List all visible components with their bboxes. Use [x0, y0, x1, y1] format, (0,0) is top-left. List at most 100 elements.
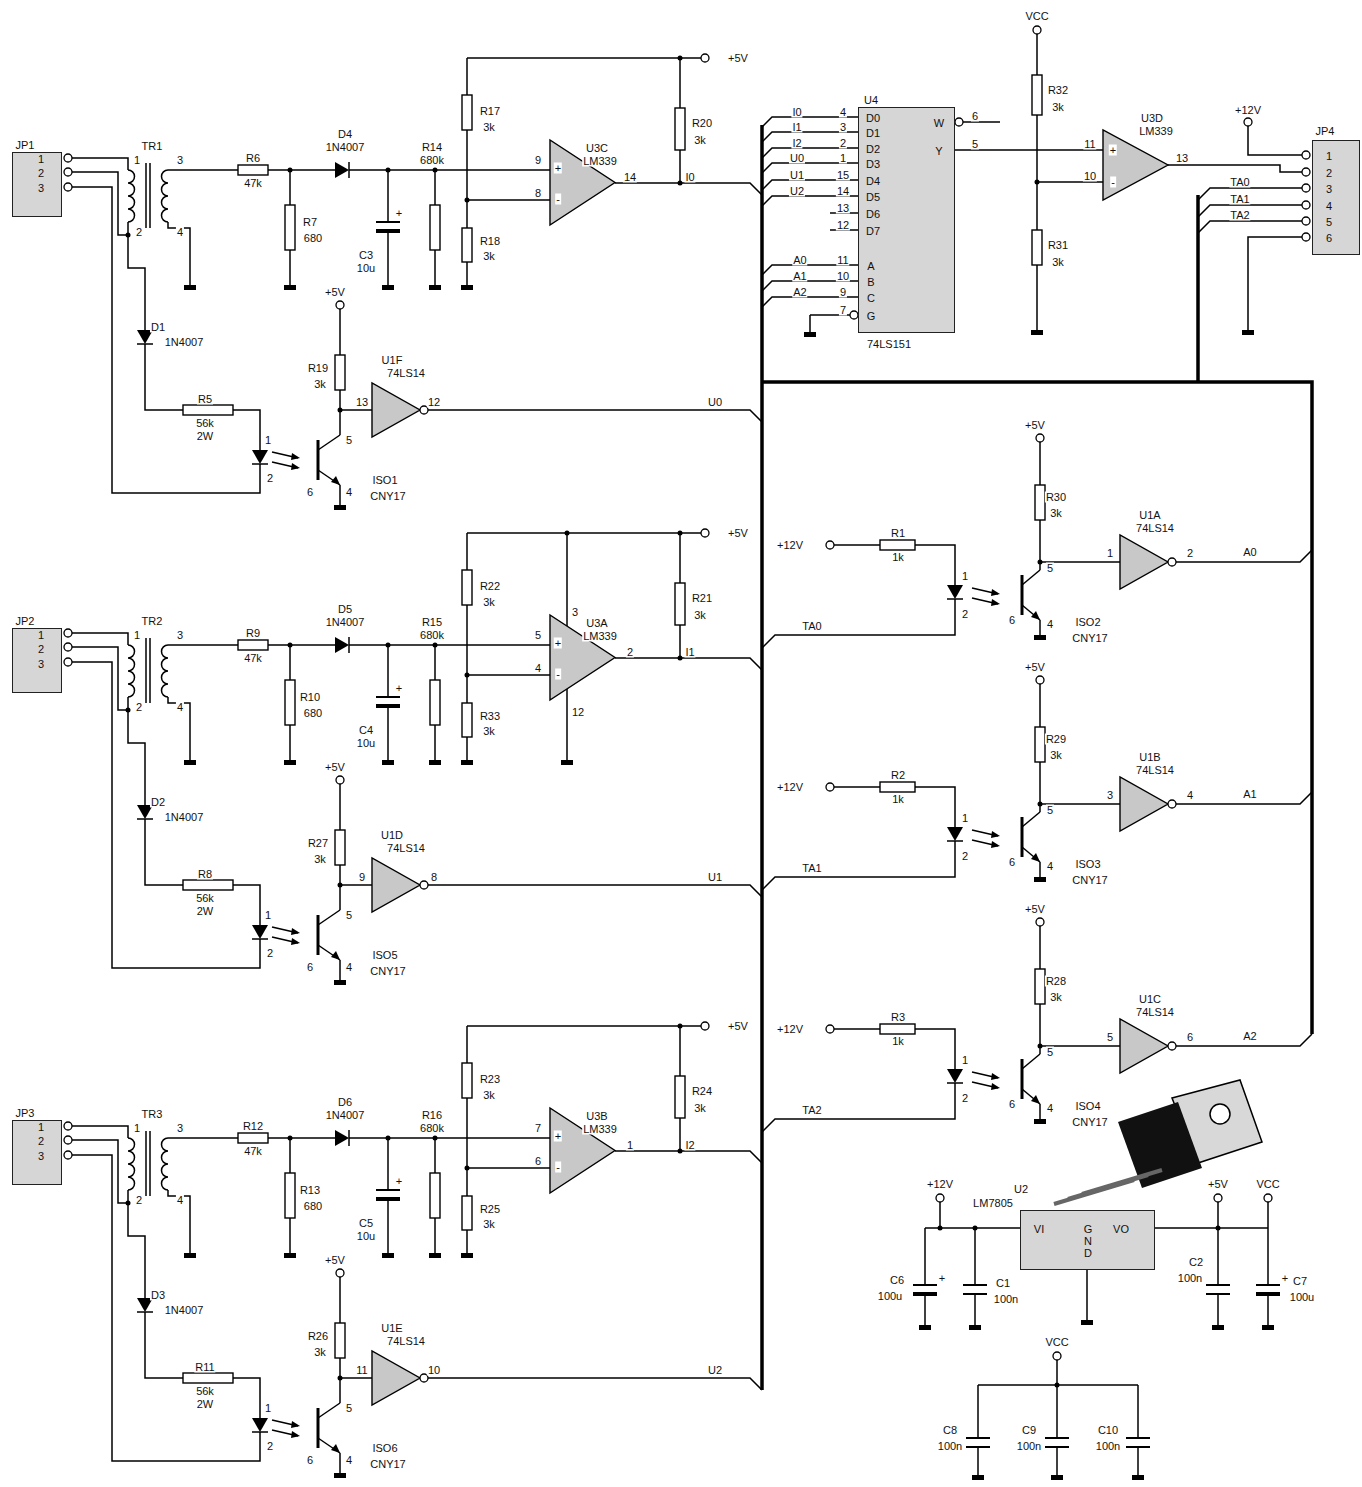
- inverter-symbol: [372, 1351, 420, 1405]
- label-text: 7: [534, 1123, 542, 1134]
- terminal-symbol: [64, 154, 72, 162]
- wire: [340, 1377, 372, 1379]
- wire: [289, 170, 291, 205]
- wire: [1022, 847, 1040, 862]
- node-text: C: [866, 293, 876, 304]
- label-text: U1C: [1138, 994, 1162, 1005]
- transistor-symbol: [1031, 853, 1040, 862]
- capacitor-symbol: [376, 1189, 400, 1191]
- node-text: 4: [1325, 201, 1333, 212]
- wire: [1056, 1385, 1058, 1438]
- wire: [145, 163, 147, 228]
- label-text: 3: [839, 122, 847, 133]
- label-text: 100n: [993, 1294, 1019, 1305]
- wire: [1137, 1385, 1139, 1438]
- terminal-symbol: [1036, 676, 1044, 684]
- label-text: 6: [971, 111, 979, 122]
- label-text: 74LS14: [1135, 765, 1175, 776]
- wire: [145, 1312, 183, 1378]
- transformer-coil: [128, 645, 135, 697]
- label-text: 3k: [482, 1219, 496, 1230]
- wire: [1056, 1360, 1058, 1385]
- wire: [387, 170, 389, 222]
- label-text: 2: [839, 138, 847, 149]
- wire: [387, 706, 389, 760]
- label-text: 3k: [313, 854, 327, 865]
- label-text: 680k: [419, 630, 445, 641]
- wire: [428, 885, 762, 897]
- wire: [434, 725, 436, 760]
- wire: [168, 222, 190, 285]
- label-text: U1: [789, 170, 805, 181]
- label-text: CNY17: [1071, 875, 1108, 886]
- label-text: R9: [245, 628, 261, 639]
- label-text: 3: [1106, 790, 1114, 801]
- label-text: 74LS14: [386, 1336, 426, 1347]
- wire: [268, 169, 335, 171]
- label-text: 2: [961, 851, 969, 862]
- wire: [318, 470, 340, 485]
- light-arrow: [291, 1431, 300, 1438]
- wire: [145, 1131, 147, 1196]
- light-arrow: [991, 589, 1000, 596]
- label-text: 4: [345, 487, 353, 498]
- label-text: 3k: [313, 1347, 327, 1358]
- resistor-symbol: [430, 1173, 440, 1218]
- label-text: 5: [345, 910, 353, 921]
- wire: [915, 545, 955, 585]
- wire: [318, 1403, 340, 1418]
- transformer-coil: [162, 645, 168, 697]
- wire: [915, 787, 955, 827]
- resistor-symbol: [880, 1024, 915, 1034]
- label-text: ISO5: [371, 950, 398, 961]
- junction-dot: [126, 708, 131, 713]
- wire: [1022, 1089, 1040, 1104]
- label-text: U2: [789, 186, 805, 197]
- label-text: A2: [792, 287, 807, 298]
- label-text: R24: [691, 1086, 713, 1097]
- resistor-symbol: [880, 540, 915, 550]
- wire: [1267, 1294, 1269, 1325]
- label-text: 74LS14: [1135, 523, 1175, 534]
- wire: [467, 57, 701, 59]
- wire: [128, 1190, 145, 1298]
- label-text: 2: [961, 609, 969, 620]
- label-text: R20: [691, 118, 713, 129]
- label-text: +12V: [776, 1024, 804, 1035]
- terminal-symbol: [1302, 151, 1310, 159]
- wire: [339, 784, 341, 830]
- node-text: 3: [37, 1151, 45, 1162]
- wire: [467, 674, 550, 676]
- ground-symbol: [1242, 330, 1254, 335]
- ground-symbol: [334, 505, 346, 510]
- node-text: 3: [1325, 184, 1333, 195]
- label-text: 3: [176, 155, 184, 166]
- resistor-symbol: [1032, 230, 1042, 265]
- ground-symbol: [1034, 877, 1046, 882]
- transistor-symbol: [1031, 611, 1040, 620]
- label-text: ISO2: [1074, 617, 1101, 628]
- wire: [1039, 684, 1041, 727]
- label-text: CNY17: [369, 966, 406, 977]
- label-text: +5V: [1024, 662, 1046, 673]
- label-text: C9: [1021, 1425, 1037, 1436]
- label-text: +: [938, 1273, 946, 1284]
- label-text: 8: [534, 188, 542, 199]
- label-text: 100n: [1095, 1441, 1121, 1452]
- label-text: 1N4007: [164, 812, 205, 823]
- label-text: 4: [1046, 619, 1054, 630]
- wire: [1217, 1202, 1219, 1228]
- wire: [339, 960, 341, 980]
- ground-symbol: [1051, 1475, 1063, 1480]
- ground-symbol: [1034, 1119, 1046, 1124]
- label-text: -: [555, 669, 561, 680]
- node-text: D3: [865, 159, 881, 170]
- capacitor-symbol: [966, 1437, 990, 1439]
- transformer-coil: [162, 170, 168, 222]
- led-symbol: [252, 450, 268, 464]
- label-text: 6: [1186, 1032, 1194, 1043]
- label-text: 10u: [356, 738, 376, 749]
- ground-symbol: [284, 1253, 296, 1258]
- diode-symbol: [335, 162, 349, 178]
- inverter-symbol: [372, 383, 420, 437]
